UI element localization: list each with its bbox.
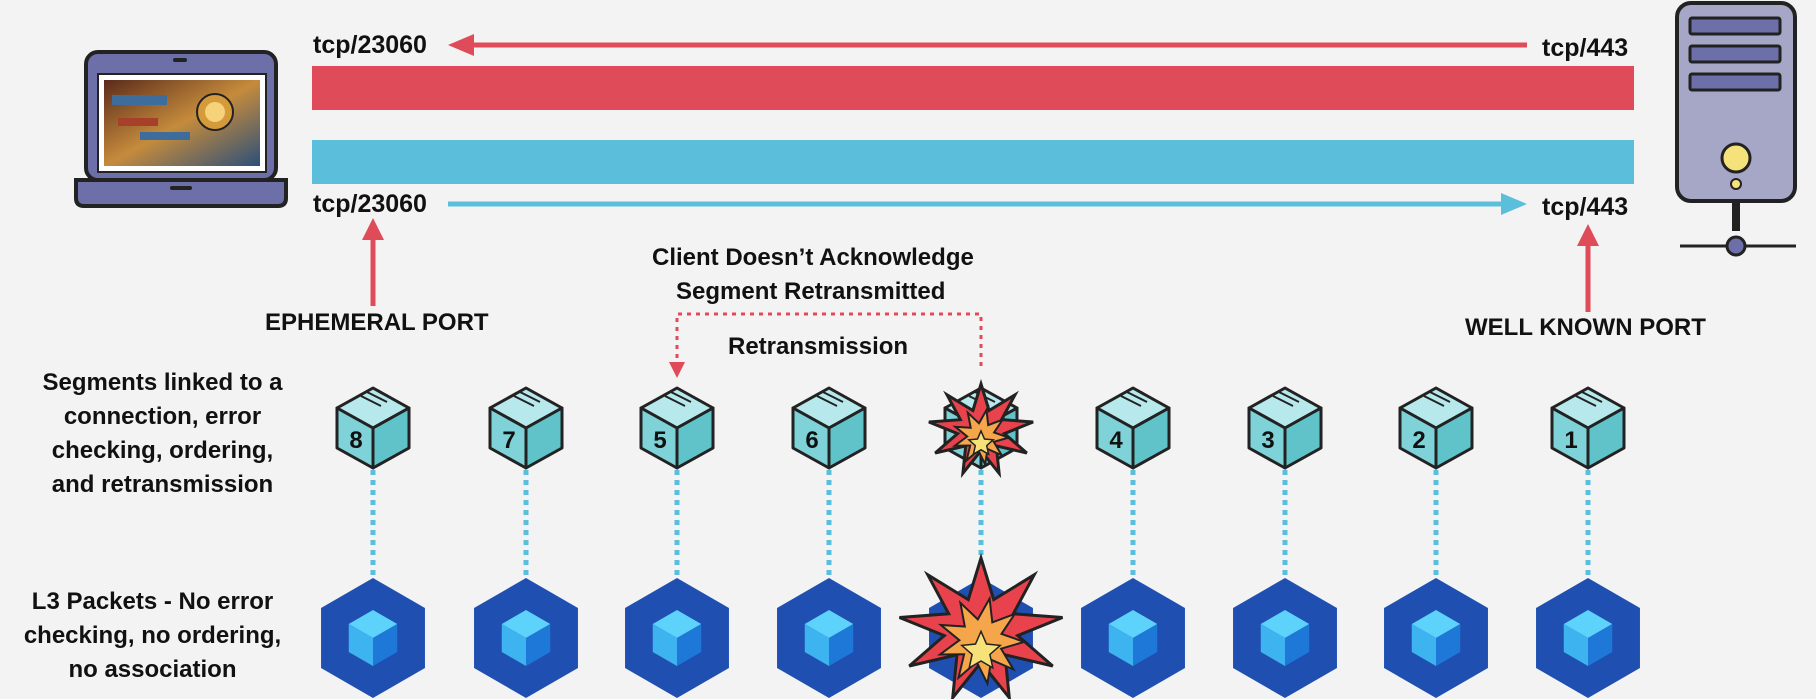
segment-number: 4 <box>1109 427 1123 454</box>
segment-cube <box>1398 386 1474 470</box>
well-known-port-arrow <box>1577 224 1599 312</box>
segment-cube <box>639 386 715 470</box>
retransmission-label: Retransmission <box>728 333 909 360</box>
packet-cube <box>474 578 578 698</box>
ack-caption-line1: Client Doesn’t Acknowledge <box>652 244 974 271</box>
segment-number: 5 <box>653 427 667 454</box>
segment-cube <box>335 386 411 470</box>
segments-description-line: checking, ordering, <box>51 437 274 464</box>
client-port-label-bottom: tcp/23060 <box>313 190 427 218</box>
segment-cube <box>1247 386 1323 470</box>
packet-cube <box>625 578 729 698</box>
segments-description-line: Segments linked to a <box>42 369 283 396</box>
packets-description-line: checking, no ordering, <box>23 622 282 649</box>
server-icon <box>1675 1 1797 257</box>
client-to-server-flow-bar <box>312 140 1634 184</box>
retransmission-path <box>669 312 983 378</box>
segments-description-line: connection, error <box>63 403 262 430</box>
client-to-server-arrow <box>448 193 1527 215</box>
packet-cube <box>1536 578 1640 698</box>
segment-number: 7 <box>502 427 516 454</box>
packets-description-line: L3 Packets - No error <box>31 588 274 615</box>
segment-number: 3 <box>1261 427 1275 454</box>
packet-cube <box>1233 578 1337 698</box>
laptop-icon <box>74 50 288 208</box>
segments-description: Segments linked to a connection, error c… <box>10 366 315 502</box>
ephemeral-port-label: EPHEMERAL PORT <box>265 309 489 336</box>
explosion-icon <box>898 552 1064 699</box>
explosion-icon <box>928 378 1034 479</box>
segment-cube <box>488 386 564 470</box>
packet-cube <box>321 578 425 698</box>
server-port-label-top: tcp/443 <box>1542 34 1629 62</box>
server-to-client-arrow <box>448 34 1527 56</box>
packets-description-line: no association <box>68 656 237 683</box>
packet-cube <box>1081 578 1185 698</box>
ephemeral-port-arrow <box>362 218 384 306</box>
segment-number: 1 <box>1564 427 1578 454</box>
server-port-label-bottom: tcp/443 <box>1542 193 1629 221</box>
segment-cube <box>1550 386 1626 470</box>
segment-number: 2 <box>1412 427 1426 454</box>
segments-description-line: and retransmission <box>51 471 274 498</box>
well-known-port-label: WELL KNOWN PORT <box>1465 314 1706 341</box>
packet-cube <box>1384 578 1488 698</box>
client-port-label-top: tcp/23060 <box>313 31 427 59</box>
server-to-client-flow-bar <box>312 66 1634 110</box>
packet-cube <box>777 578 881 698</box>
segment-cube <box>1095 386 1171 470</box>
segment-number: 6 <box>805 427 819 454</box>
ack-caption-line2: Segment Retransmitted <box>676 278 946 305</box>
segment-cube <box>791 386 867 470</box>
packets-description: L3 Packets - No error checking, no order… <box>0 585 305 687</box>
segment-number: 8 <box>349 427 363 454</box>
